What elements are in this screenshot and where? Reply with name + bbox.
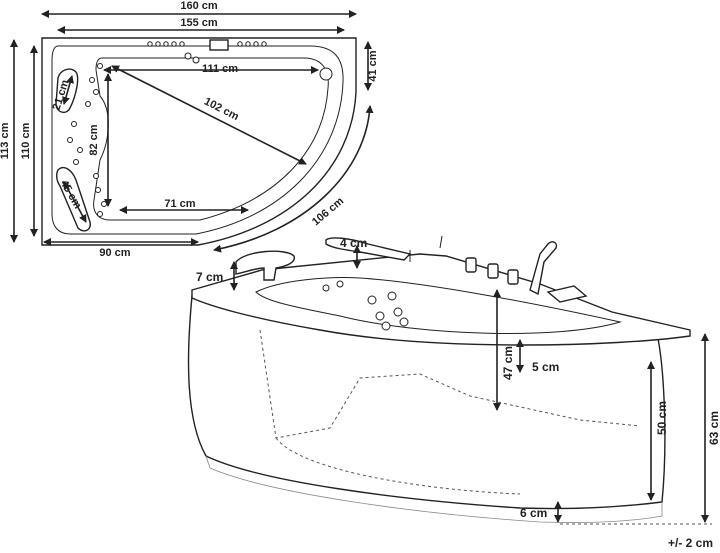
top-view-basin [93,57,329,221]
side-view-rim [191,253,691,346]
side-view-faucets [409,235,588,303]
dim-155: 155 cm [180,17,218,29]
dim-110: 110 cm [20,122,32,159]
side-view: 7 cm 4 cm 47 cm 5 cm 50 cm 63 cm 6 cm +/… [187,235,720,550]
dim-5: 5 cm [532,360,559,374]
dim-113: 113 cm [0,122,11,159]
dim-160: 160 cm [180,0,218,12]
dim-106: 106 cm [310,195,346,228]
tolerance-note: +/- 2 cm [668,536,713,550]
side-view-headrest [235,250,295,281]
dim-41: 41 cm [367,50,379,81]
dim-6: 6 cm [520,506,547,520]
dim-50: 50 cm [655,401,669,435]
dim-7: 7 cm [196,270,223,284]
side-view-jets [322,280,409,331]
side-view-basin-edge [255,277,622,334]
dim-63: 63 cm [707,411,720,445]
dim-71: 71 cm [164,198,195,210]
top-view-jets [67,39,333,217]
dim-90: 90 cm [99,247,130,259]
dim-4: 4 cm [340,236,367,250]
dim-111: 111 cm [202,63,238,75]
dim-47: 47 cm [501,346,515,380]
top-view: 160 cm 155 cm 113 cm 110 cm 111 cm 102 c… [0,0,379,259]
dim-82: 82 cm [88,124,100,155]
